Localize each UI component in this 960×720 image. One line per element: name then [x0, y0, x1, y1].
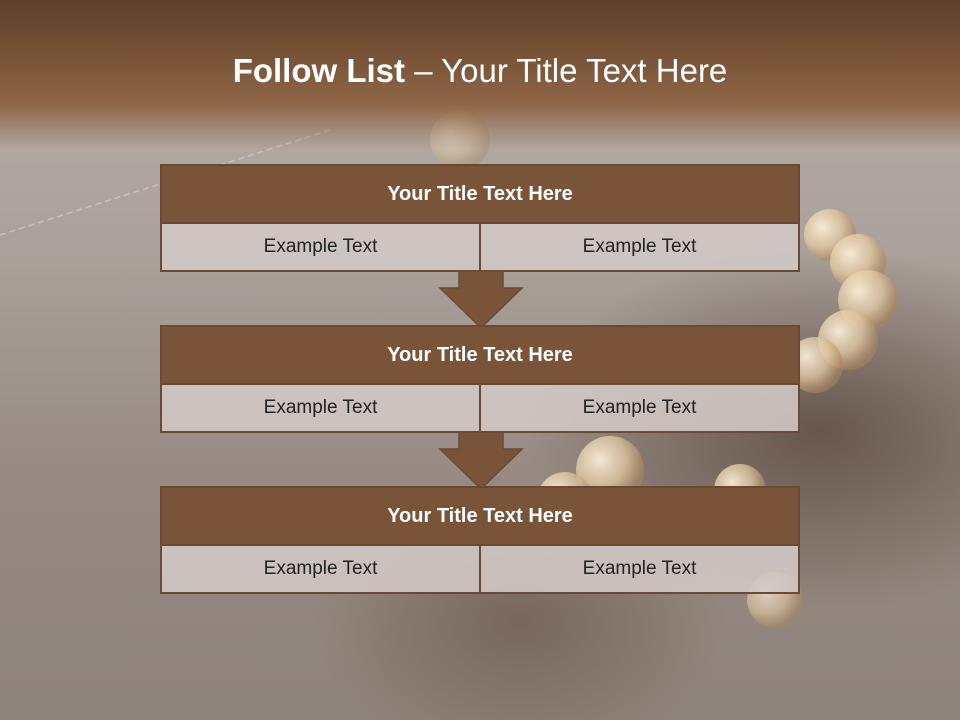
- step-cell-left: Example Text: [162, 385, 479, 431]
- header-band: [0, 0, 960, 150]
- title-bold: Follow List: [232, 52, 406, 89]
- step-title: Your Title Text Here: [162, 166, 798, 224]
- step-cell-right: Example Text: [479, 385, 798, 431]
- step-cell-left: Example Text: [162, 224, 479, 270]
- step-cell-right: Example Text: [479, 224, 798, 270]
- down-arrow-icon: [438, 431, 524, 491]
- title-rest: – Your Title Text Here: [405, 52, 728, 89]
- step-title: Your Title Text Here: [162, 488, 798, 546]
- down-arrow-icon: [438, 270, 524, 330]
- step-box-3: Your Title Text Here Example Text Exampl…: [160, 486, 800, 594]
- step-row: Example Text Example Text: [162, 385, 798, 431]
- step-row: Example Text Example Text: [162, 546, 798, 592]
- step-box-1: Your Title Text Here Example Text Exampl…: [160, 164, 800, 272]
- step-box-2: Your Title Text Here Example Text Exampl…: [160, 325, 800, 433]
- step-cell-right: Example Text: [479, 546, 798, 592]
- step-row: Example Text Example Text: [162, 224, 798, 270]
- slide-title: Follow List – Your Title Text Here: [0, 52, 960, 90]
- step-cell-left: Example Text: [162, 546, 479, 592]
- step-title: Your Title Text Here: [162, 327, 798, 385]
